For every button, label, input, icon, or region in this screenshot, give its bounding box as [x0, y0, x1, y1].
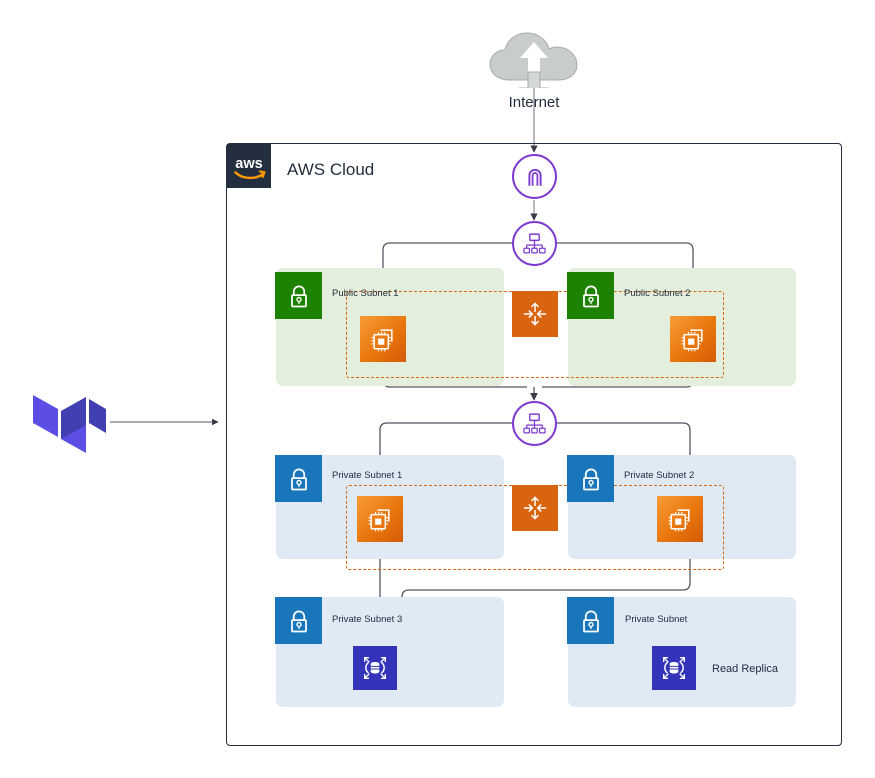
ec2-instance-icon	[668, 509, 690, 532]
load-balancer-public-node[interactable]	[512, 221, 557, 266]
public-subnet-1-lock	[275, 272, 322, 319]
rds-primary-database[interactable]	[353, 646, 397, 690]
security-group-lock-icon	[290, 468, 307, 490]
public-ec2-instance-2[interactable]	[670, 316, 716, 362]
aws-logo-icon: aws	[234, 156, 266, 180]
auto-scaling-group-icon	[523, 302, 547, 326]
private-auto-scaling-group[interactable]	[512, 485, 558, 531]
security-group-lock-icon	[290, 285, 307, 307]
terraform-logo-icon	[33, 395, 106, 453]
private-ec2-instance-2[interactable]	[657, 496, 703, 542]
security-group-lock-icon	[290, 610, 307, 632]
private-subnet-replica-label: Private Subnet	[625, 614, 688, 625]
internet-gateway-node[interactable]	[512, 154, 557, 199]
private-subnet-replica-lock	[567, 597, 614, 644]
ec2-instance-icon	[368, 509, 390, 532]
aws-logo: aws	[227, 144, 271, 188]
cloud-upload-download-icon	[489, 32, 578, 88]
auto-scaling-group-icon	[523, 496, 547, 520]
ec2-instance-icon	[681, 329, 703, 352]
read-replica-label: Read Replica	[712, 663, 779, 675]
aws-cloud-boundary	[226, 143, 842, 746]
public-subnet-2-label: Public Subnet 2	[624, 288, 691, 299]
private-ec2-instance-1[interactable]	[357, 496, 403, 542]
security-group-lock-icon	[582, 610, 599, 632]
private-subnet-1-lock	[275, 455, 322, 502]
private-subnet-2-lock	[567, 455, 614, 502]
page-title: AWS Cloud	[287, 160, 375, 179]
public-subnet-2-lock	[567, 272, 614, 319]
security-group-lock-icon	[582, 468, 599, 490]
internet-label: Internet	[508, 94, 560, 111]
svg-text:aws: aws	[235, 156, 262, 172]
private-subnet-2-label: Private Subnet 2	[624, 470, 695, 481]
public-subnet-1-label: Public Subnet 1	[332, 288, 399, 299]
internet-gateway-icon	[527, 168, 542, 186]
load-balancer-icon	[523, 413, 546, 434]
security-group-lock-icon	[582, 285, 599, 307]
rds-database-icon	[662, 656, 686, 680]
rds-read-replica-database[interactable]	[652, 646, 696, 690]
public-auto-scaling-group[interactable]	[512, 291, 558, 337]
terraform-node[interactable]	[30, 385, 106, 461]
ec2-instance-icon	[371, 329, 393, 352]
load-balancer-private-node[interactable]	[512, 401, 557, 446]
rds-database-icon	[363, 656, 387, 680]
private-subnet-3-lock	[275, 597, 322, 644]
private-subnet-3-label: Private Subnet 3	[332, 614, 403, 625]
public-ec2-instance-1[interactable]	[360, 316, 406, 362]
load-balancer-icon	[523, 233, 546, 254]
private-subnet-1-label: Private Subnet 1	[332, 470, 403, 481]
internet-node	[486, 28, 582, 88]
